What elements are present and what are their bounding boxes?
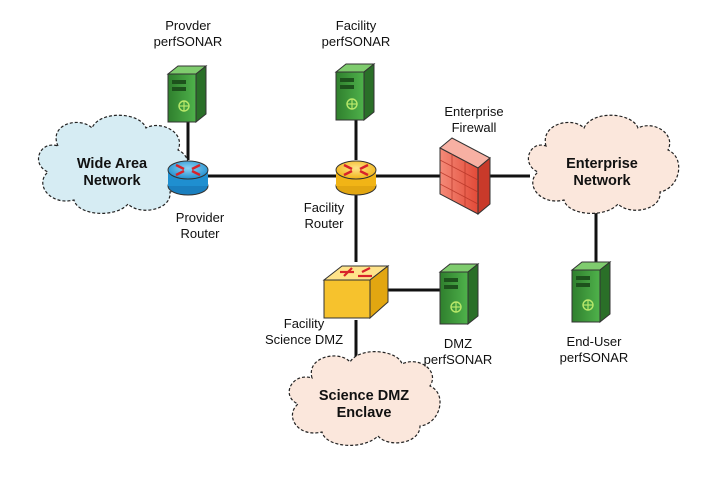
provider-router-icon	[167, 160, 209, 196]
science-dmz-enclave-cloud	[288, 351, 441, 446]
enterprise-network-cloud	[527, 114, 680, 214]
facility-perfsonar-server-icon	[334, 62, 376, 122]
provider-perfsonar-server-icon	[166, 64, 208, 124]
dmz-perfsonar-server-icon	[438, 262, 480, 326]
firewall-icon	[439, 137, 491, 216]
science-dmz-switch-icon	[322, 264, 390, 320]
facility-router-icon	[335, 160, 377, 196]
enduser-perfsonar-server-icon	[570, 260, 612, 324]
wide-area-network-cloud	[37, 114, 190, 214]
